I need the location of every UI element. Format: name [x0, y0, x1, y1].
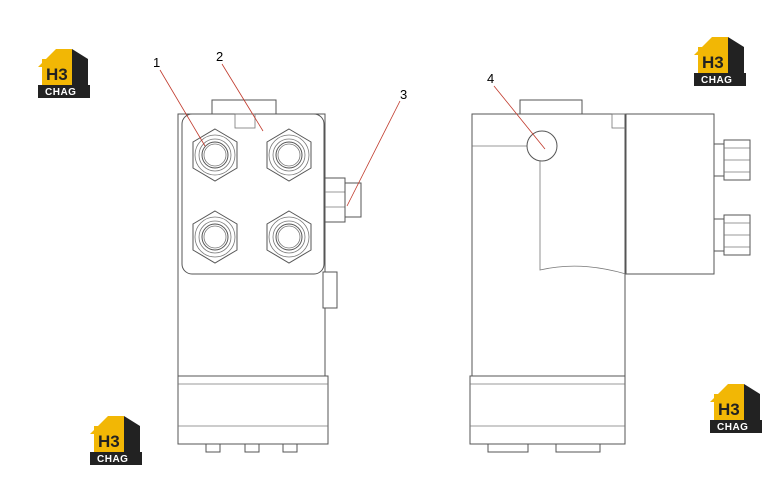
- side-view: [469, 99, 751, 453]
- top-boss: [211, 99, 277, 115]
- logo-caption: CHAG: [701, 75, 732, 86]
- callout-1: 1: [153, 55, 160, 70]
- leader-lines: [159, 63, 546, 207]
- brand-logo-top-left: H3 CHAG: [38, 49, 90, 98]
- port-fitting-side: [713, 214, 751, 256]
- leader-4: [493, 85, 546, 150]
- side-tab: [322, 271, 338, 309]
- top-boss: [519, 99, 583, 115]
- side-plug: [324, 177, 362, 223]
- leader-1: [159, 69, 206, 147]
- leader-3: [346, 100, 401, 207]
- leader-2: [221, 63, 264, 132]
- port-fitting-side: [713, 139, 751, 181]
- brand-logo-bottom-right: H3 CHAG: [710, 384, 762, 433]
- base-housing: [469, 375, 626, 445]
- logo-mark: H3: [46, 65, 68, 84]
- logo-mark: H3: [702, 53, 724, 72]
- logo-caption: CHAG: [97, 454, 128, 465]
- base-housing: [177, 375, 329, 445]
- front-view: [177, 99, 362, 453]
- callout-2: 2: [216, 49, 223, 64]
- logo-mark: H3: [98, 432, 120, 451]
- callout-4: 4: [487, 71, 494, 86]
- callout-3: 3: [400, 87, 407, 102]
- mounting-hole: [526, 130, 558, 162]
- brand-logo-top-right: H3 CHAG: [694, 37, 746, 86]
- logo-mark: H3: [718, 400, 740, 419]
- logo-caption: CHAG: [717, 422, 748, 433]
- logo-caption: CHAG: [45, 87, 76, 98]
- brand-logo-bottom-left: H3 CHAG: [90, 416, 142, 465]
- port-block: [625, 113, 715, 275]
